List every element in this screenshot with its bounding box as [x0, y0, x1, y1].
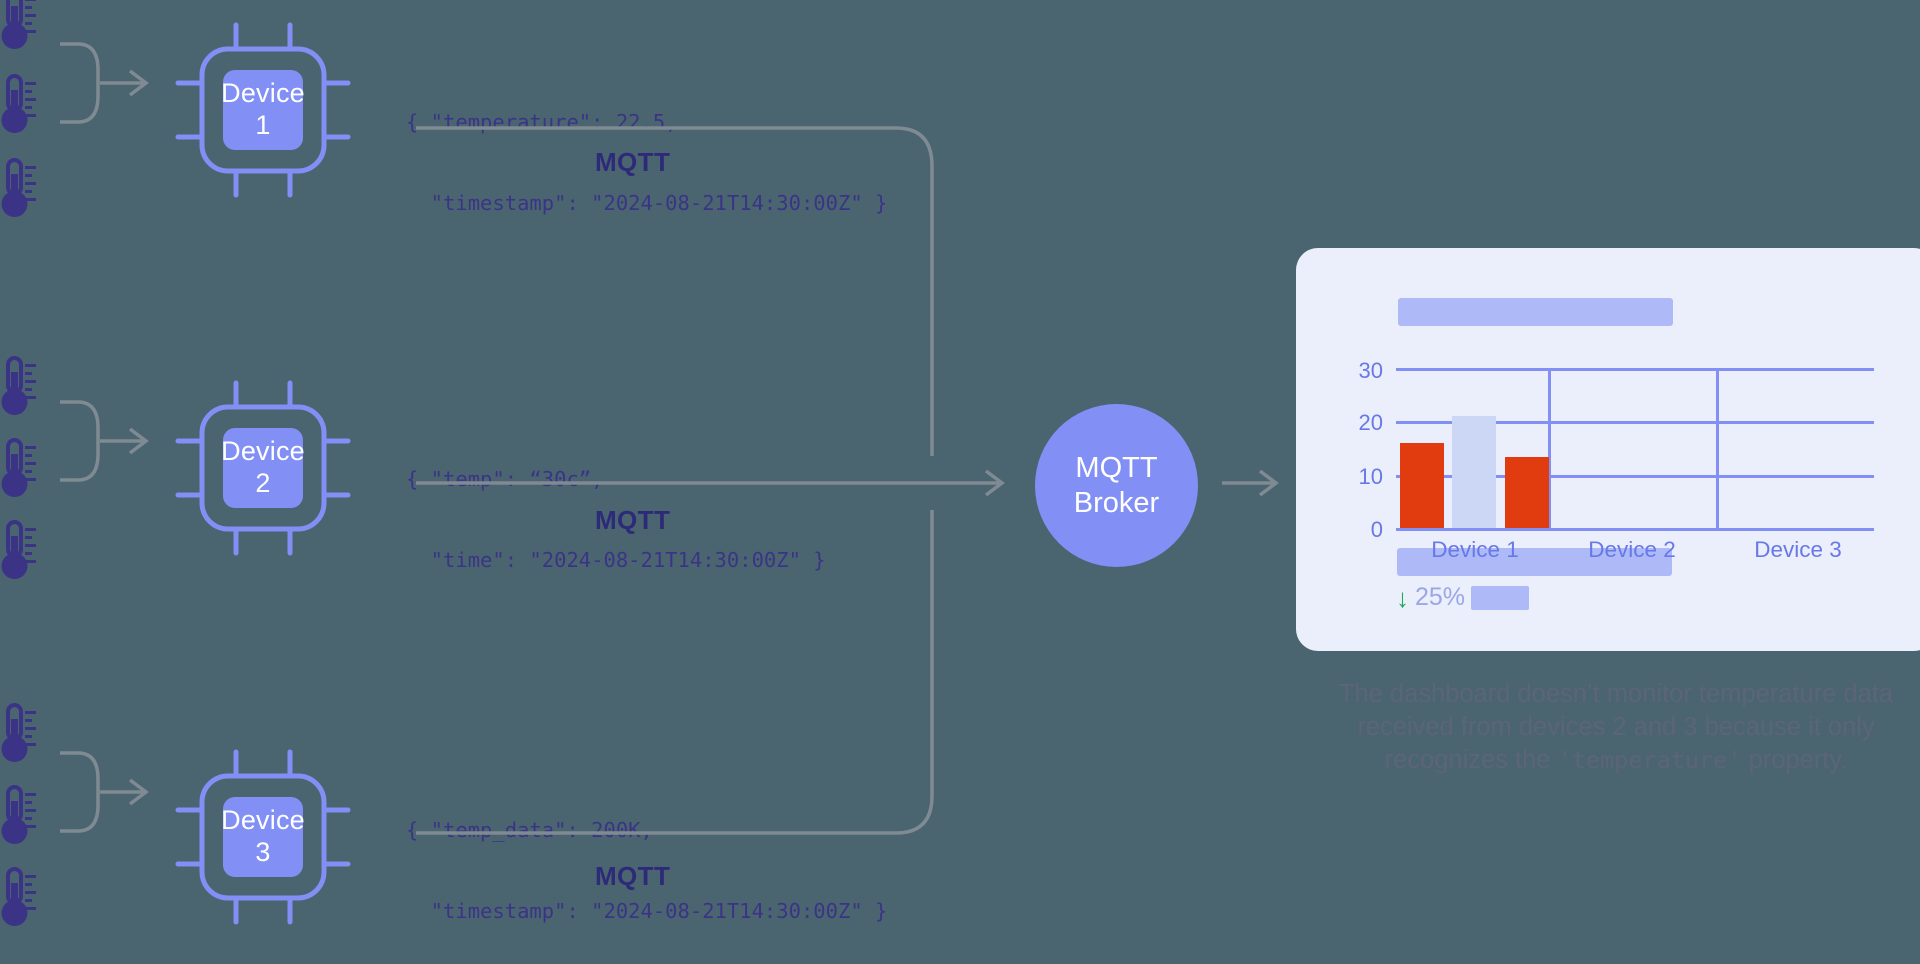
sensor-merge-arrow-1: [60, 42, 149, 124]
vgrid-device1-device2: [1548, 368, 1551, 530]
y-tick-20: 20: [1358, 410, 1383, 435]
gridline-30: [1396, 368, 1874, 371]
chip-icon: [175, 380, 351, 556]
delta-placeholder-chip: [1471, 585, 1530, 610]
device-1-payload-line1: { "temperature": 22.5,: [406, 110, 678, 134]
device-3-payload-line1: { "temp_data": 200K,: [406, 818, 653, 842]
device-2-chip[interactable]: Device 2: [175, 380, 351, 556]
device-2-payload: { "temp": “30c”, "time": "2024-08-21T14:…: [406, 412, 826, 628]
x-label-device-1: Device 1: [1431, 537, 1519, 562]
sensor-merge-arrow-2: [60, 400, 149, 482]
device-3-protocol-label: MQTT: [595, 861, 671, 891]
thermometer-group-3: [1, 703, 36, 926]
thermometer-group-1: [1, 0, 36, 217]
device-1-payload: { "temperature": 22.5, "timestamp": "202…: [406, 55, 887, 271]
bar-device1-series-a[interactable]: [1400, 443, 1444, 528]
device-3-payload-line2: "timestamp": "2024-08-21T14:30:00Z" }: [406, 899, 888, 923]
mqtt-broker-node[interactable]: MQTT Broker: [1035, 404, 1198, 567]
delta-percent-value: 25%: [1415, 583, 1466, 611]
y-tick-30: 30: [1358, 358, 1383, 383]
device-2-protocol-label: MQTT: [595, 505, 671, 535]
bar-device1-series-c[interactable]: [1505, 457, 1549, 528]
chip-icon: [175, 22, 351, 198]
y-tick-10: 10: [1358, 464, 1383, 489]
broker-label-line1: MQTT: [1075, 451, 1158, 484]
gridline-10: [1396, 475, 1874, 478]
broker-to-dashboard-arrow: [1222, 469, 1279, 497]
dashboard-caption: The dashboard doesn’t monitor temperatur…: [1296, 678, 1920, 777]
x-label-device-2: Device 2: [1588, 537, 1676, 562]
mqtt-trunk-connector: [416, 126, 1005, 835]
y-tick-0: 0: [1370, 517, 1383, 542]
caption-part2: property.: [1741, 746, 1848, 774]
device-1-payload-line2: "timestamp": "2024-08-21T14:30:00Z" }: [406, 191, 888, 215]
device-2-payload-line1: { "temp": “30c”,: [406, 467, 604, 491]
chip-icon: [175, 749, 351, 925]
bar-device1-series-b[interactable]: [1452, 416, 1496, 528]
caption-part1: The dashboard doesn’t monitor temperatur…: [1338, 680, 1894, 774]
gridline-20: [1396, 421, 1874, 424]
dashboard-delta-indicator: ↓ 25%: [1396, 582, 1530, 613]
dashboard-header-bar: [1398, 298, 1673, 326]
device-2-payload-line2: "time": "2024-08-21T14:30:00Z" }: [406, 548, 826, 572]
caption-code-token: 'temperature': [1557, 746, 1742, 774]
dashboard-title-placeholder: [1397, 548, 1672, 576]
x-label-device-3: Device 3: [1754, 537, 1842, 562]
thermometer-group-2: [1, 356, 36, 579]
device-3-chip[interactable]: Device 3: [175, 749, 351, 925]
down-arrow-icon: ↓: [1396, 582, 1409, 613]
sensor-merge-arrow-3: [60, 751, 149, 833]
axis-baseline: [1396, 528, 1874, 531]
device-1-protocol-label: MQTT: [595, 147, 671, 177]
vgrid-device2-device3: [1716, 368, 1719, 530]
device-1-chip[interactable]: Device 1: [175, 22, 351, 198]
broker-label-line2: Broker: [1073, 486, 1160, 519]
device-3-payload: { "temp_data": 200K, "timestamp": "2024-…: [406, 763, 887, 964]
